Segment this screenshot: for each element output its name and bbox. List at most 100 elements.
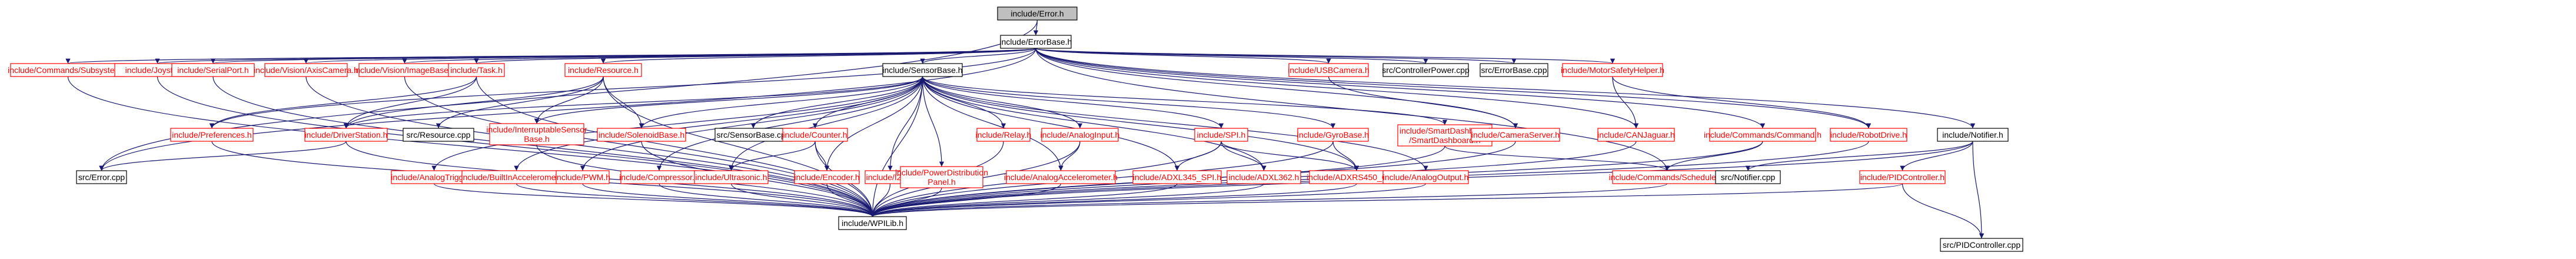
edge-errorbase-to-command	[1035, 48, 1766, 129]
node-box	[1830, 128, 1907, 142]
edge-sensorbase-to-pwm	[580, 76, 923, 171]
node-include-relay-h[interactable]: include/Relay.h	[976, 128, 1032, 142]
node-label: src/SensorBase.cpp	[716, 130, 790, 140]
node-include-compressor-h[interactable]: include/Compressor.h	[619, 170, 699, 184]
node-label: include/Commands/Scheduler.h	[1609, 172, 1726, 182]
node-box	[448, 63, 505, 77]
node-include-commands-subsystem-h[interactable]: include/Commands/Subsystem.h	[8, 63, 128, 77]
node-box	[170, 128, 254, 142]
node-src-error-cpp[interactable]: src/Error.cpp	[76, 170, 127, 184]
node-label: include/SensorBase.h	[882, 65, 962, 75]
node-include-encoder-h[interactable]: include/Encoder.h	[794, 170, 860, 184]
node-include-adxrs450-gyro-h[interactable]: include/ADXRS450_Gyro.h	[1307, 170, 1407, 184]
edge-errorbase-to-usbcamera	[1035, 48, 1331, 64]
edge-sensorbase-to-smartdashboard	[922, 76, 1448, 125]
node-label: include/Ultrasonic.h	[695, 172, 767, 182]
node-include-canjaguar-h[interactable]: include/CANJaguar.h	[1597, 128, 1675, 142]
edge-errorbase-to-canjaguar	[1035, 48, 1639, 129]
node-box	[1940, 238, 2023, 252]
node-label: include/PWM.h	[555, 172, 610, 182]
node-label: include/AnalogTrigger.h	[391, 172, 477, 182]
edge-analogaccel-to-wpilib	[870, 183, 1062, 217]
node-box	[1382, 63, 1469, 77]
edge-smartdashboard-to-scheduler	[1444, 145, 1670, 171]
node-include-usbcamera-h[interactable]: include/USBCamera.h	[1288, 63, 1370, 77]
node-include-ultrasonic-h[interactable]: include/Ultrasonic.h	[694, 170, 769, 184]
node-include-driverstation-h[interactable]: include/DriverStation.h	[304, 128, 388, 142]
node-src-notifier-cpp[interactable]: src/Notifier.cpp	[1715, 170, 1781, 184]
node-label: include/Relay.h	[976, 130, 1032, 140]
edge-errorbase-to-sensorbase	[920, 48, 1036, 64]
node-label: src/Error.cpp	[78, 172, 125, 182]
edge-sensorbase-to-adxl345spi	[922, 76, 1180, 171]
edge-errorbase-to-resource	[601, 48, 1036, 64]
node-include-robotdrive-h[interactable]: include/RobotDrive.h	[1830, 128, 1907, 142]
node-include-errorbase-h[interactable]: include/ErrorBase.h	[1000, 35, 1072, 49]
node-box	[403, 128, 474, 142]
edge-errorbase-to-subsystem	[66, 48, 1036, 64]
node-box	[997, 6, 1078, 21]
node-include-serialport-h[interactable]: include/SerialPort.h	[171, 63, 255, 77]
edge-analoginput-to-analogaccel	[1058, 141, 1081, 171]
node-label: src/ErrorBase.cpp	[1481, 65, 1547, 75]
edge-errorbase-to-errorbasecpp	[1035, 48, 1517, 64]
edge-sensorbase-to-ultrasonic	[729, 76, 923, 171]
node-include-sensorbase-h[interactable]: include/SensorBase.h	[882, 63, 963, 77]
node-box	[1000, 35, 1072, 49]
node-label: include/BuiltInAccelerometer.h	[461, 172, 571, 182]
edge-errorbase-to-robotdrive	[1035, 48, 1872, 129]
node-box	[976, 128, 1031, 142]
node-include-spi-h[interactable]: include/SPI.h	[1194, 128, 1248, 142]
node-include-analogaccelerometer-h[interactable]: include/AnalogAccelerometer.h	[1004, 170, 1118, 184]
node-include-counter-h[interactable]: include/Counter.h	[782, 128, 848, 142]
node-box	[597, 128, 686, 142]
edge-driverstation-to-errorcpp2	[99, 141, 347, 171]
node-include-task-h[interactable]: include/Task.h	[448, 63, 505, 77]
node-src-resource-cpp[interactable]: src/Resource.cpp	[403, 128, 474, 142]
node-label: include/Encoder.h	[794, 172, 859, 182]
node-include-vision-axiscamera-h[interactable]: include/Vision/AxisCamera.h	[254, 63, 358, 77]
node-include-solenoidbase-h[interactable]: include/SolenoidBase.h	[597, 128, 686, 142]
node-include-pwm-h[interactable]: include/PWM.h	[555, 170, 610, 184]
node-include-motorsafetyhelper-h[interactable]: include/MotorSafetyHelper.h	[1561, 63, 1664, 77]
node-include-analoginput-h[interactable]: include/AnalogInput.h	[1041, 128, 1120, 142]
edge-gyrobase-to-adxrs450	[1332, 141, 1360, 171]
node-include-gyrobase-h[interactable]: include/GyroBase.h	[1297, 128, 1369, 142]
edge-task-to-wpilib	[476, 76, 875, 217]
node-src-errorbase-cpp[interactable]: src/ErrorBase.cpp	[1480, 63, 1548, 77]
edge-notifier-to-pidcontroller	[1900, 141, 1973, 171]
node-include-builtinaccelerometer-h[interactable]: include/BuiltInAccelerometer.h	[461, 170, 572, 184]
edge-resource-to-resourcecpp	[436, 76, 604, 129]
node-include-analogtrigger-h[interactable]: include/AnalogTrigger.h	[391, 170, 477, 184]
edge-sensorbase-to-compressor	[656, 76, 923, 171]
edge-resource-to-interruptable	[534, 76, 604, 124]
node-src-controllerpower-cpp[interactable]: src/ControllerPower.cpp	[1382, 63, 1470, 77]
edge-sensorbase-to-sensorbasecpp	[750, 76, 923, 129]
node-include-resource-h[interactable]: include/Resource.h	[564, 63, 642, 77]
node-include-preferences-h[interactable]: include/Preferences.h	[170, 128, 254, 142]
node-box	[900, 166, 983, 188]
node-include-adxl362-h[interactable]: include/ADXL362.h	[1226, 170, 1301, 184]
node-label: src/Notifier.cpp	[1721, 172, 1776, 182]
node-include-commands-command-h[interactable]: include/Commands/Command.h	[1704, 128, 1822, 142]
node-include-cameraserver-h[interactable]: include/CameraServer.h	[1471, 128, 1560, 142]
node-src-sensorbase-cpp[interactable]: src/SensorBase.cpp	[714, 128, 792, 142]
node-include-adxl345-spi-h[interactable]: include/ADXL345_SPI.h	[1132, 170, 1222, 184]
node-include-notifier-h[interactable]: include/Notifier.h	[1937, 128, 2009, 142]
node-label: include/USBCamera.h	[1288, 65, 1370, 75]
edge-sensorbase-to-adxl362	[922, 76, 1267, 171]
node-include-vision-imagebase-h[interactable]: include/Vision/ImageBase.h	[354, 63, 456, 77]
node-include-analogoutput-h[interactable]: include/AnalogOutput.h	[1382, 170, 1469, 184]
edge-subsystem-to-wpilib	[67, 76, 875, 217]
node-include-error-h[interactable]: include/Error.h	[997, 6, 1078, 21]
node-src-pidcontroller-cpp[interactable]: src/PIDController.cpp	[1940, 238, 2023, 252]
edge-sensorbase-to-interruptable	[534, 76, 923, 124]
node-include-commands-scheduler-h[interactable]: include/Commands/Scheduler.h	[1609, 170, 1726, 184]
node-include-pidcontroller-h[interactable]: include/PIDController.h	[1859, 170, 1946, 184]
node-label: include/RobotDrive.h	[1830, 130, 1907, 140]
node-include-wpilib-h[interactable]: include/WPILib.h	[838, 216, 907, 230]
